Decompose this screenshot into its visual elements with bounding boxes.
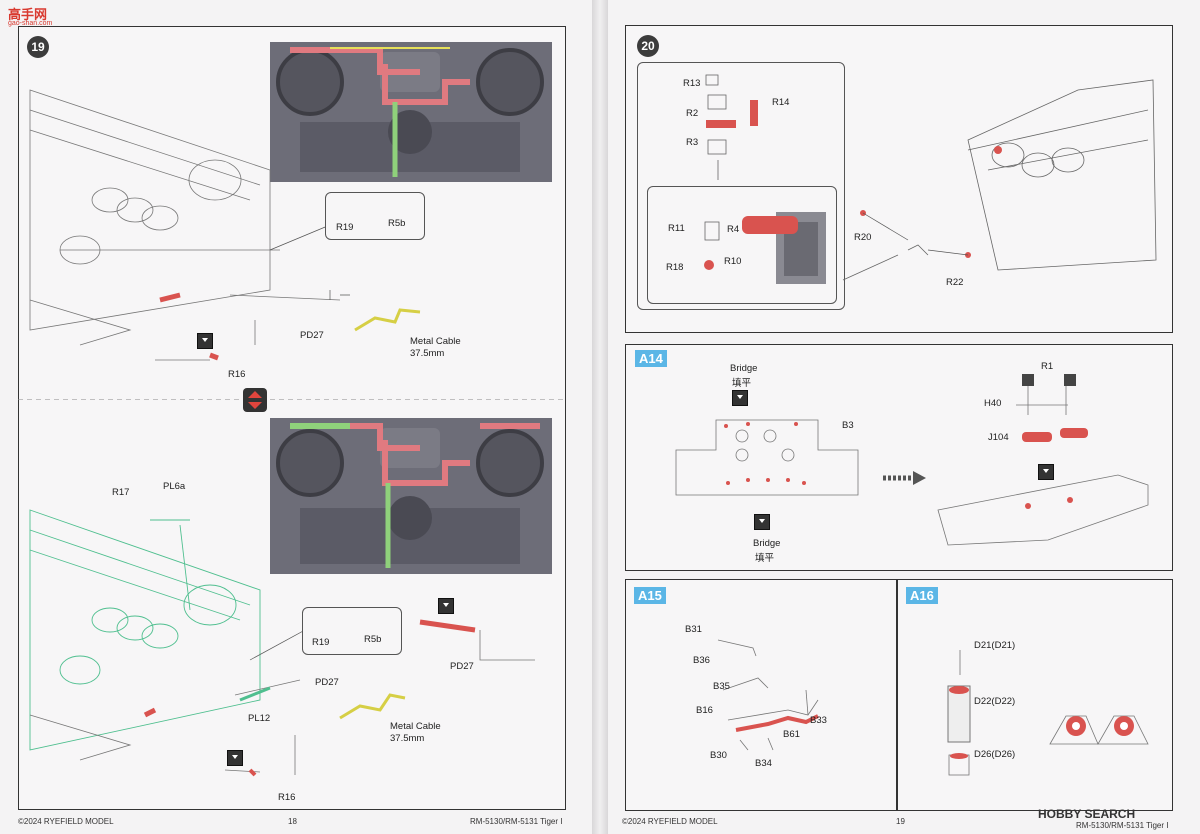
- label-pl12: PL12: [248, 713, 271, 724]
- label-r5b-top: R5b: [388, 218, 406, 229]
- step-number: 19: [27, 36, 49, 58]
- glue-icon-bottom: [227, 750, 243, 766]
- label-r18: R18: [666, 262, 684, 273]
- label-bridge-bottom: Bridge: [753, 538, 781, 549]
- label-bridge-top: Bridge: [730, 363, 758, 374]
- label-r2: R2: [686, 108, 699, 119]
- label-b34: B34: [755, 758, 772, 769]
- step-number-20: 20: [637, 35, 659, 57]
- bridge-icon-bottom: [754, 514, 770, 530]
- label-r10: R10: [724, 256, 742, 267]
- footer-model-left: RM-5130/RM-5131 Tiger I: [470, 817, 563, 826]
- label-r13: R13: [683, 78, 701, 89]
- page-gutter: [592, 0, 608, 834]
- section-a14-frame: [625, 344, 1173, 571]
- label-pd27-top: PD27: [300, 330, 324, 341]
- footer-copyright-left: ©2024 RYEFIELD MODEL: [18, 817, 114, 826]
- footer-model-right: RM-5130/RM-5131 Tiger I: [1076, 821, 1169, 830]
- label-r3: R3: [686, 137, 699, 148]
- label-b35: B35: [713, 681, 730, 692]
- step19-bottom-drawing: [29, 509, 535, 777]
- label-b3: B3: [842, 420, 854, 431]
- glue-icon-detail: [438, 598, 454, 614]
- label-pd27-bottom: PD27: [315, 677, 339, 688]
- section-a14-tag: A14: [635, 350, 667, 367]
- label-r17: R17: [112, 487, 130, 498]
- label-b31: B31: [685, 624, 702, 635]
- bridge-icon-top: [732, 390, 748, 406]
- glue-icon-a14: [1038, 464, 1054, 480]
- label-d21: D21(D21): [974, 640, 1016, 651]
- engine-photo-top: [270, 42, 552, 182]
- section-a15-tag: A15: [634, 587, 666, 604]
- label-pl6a: PL6a: [163, 481, 186, 492]
- step20-drawing: [704, 74, 1157, 284]
- callout-top: [325, 192, 425, 240]
- engine-photo-bottom-art: [270, 418, 552, 574]
- hobby-search-brand: HOBBY SEARCH: [1038, 807, 1136, 821]
- section-a16-frame: [897, 579, 1173, 811]
- label-j104: J104: [988, 432, 1009, 443]
- label-r1: R1: [1041, 361, 1054, 372]
- label-metal-cable-bottom: Metal Cable: [390, 721, 441, 732]
- label-r11: R11: [668, 223, 685, 234]
- right-page: 20 R13: [608, 0, 1200, 834]
- label-r5b-bottom: R5b: [364, 634, 382, 645]
- page-number-left: 18: [288, 817, 297, 826]
- section-a15-frame: [625, 579, 897, 811]
- section-a16-tag: A16: [906, 587, 938, 604]
- page-number-right: 19: [896, 817, 905, 826]
- label-bridge-top-cn: 填平: [732, 378, 752, 389]
- label-metal-cable-top: Metal Cable: [410, 336, 461, 347]
- label-b36: B36: [693, 655, 710, 666]
- callout-bottom: [302, 607, 402, 655]
- watermark-url: gao-shan.com: [8, 20, 53, 27]
- label-d22: D22(D22): [974, 696, 1016, 707]
- label-r14: R14: [772, 97, 790, 108]
- label-r16-bottom: R16: [278, 792, 296, 803]
- label-b33: B33: [810, 715, 827, 726]
- label-pd27-detail: PD27: [450, 661, 474, 672]
- footer-copyright-right: ©2024 RYEFIELD MODEL: [622, 817, 718, 826]
- a14-drawing: [675, 374, 1149, 546]
- engine-photo-bottom: [270, 418, 552, 574]
- label-r22: R22: [946, 277, 964, 288]
- label-r16-top: R16: [228, 369, 246, 380]
- label-cable-length-top: 37.5mm: [410, 348, 445, 359]
- a16-drawing: [947, 650, 1149, 776]
- label-b16: B16: [696, 705, 713, 716]
- label-d26: D26(D26): [974, 749, 1016, 760]
- engine-photo-top-art: [270, 42, 552, 182]
- label-h40: H40: [984, 398, 1002, 409]
- label-r20: R20: [854, 232, 872, 243]
- a15-drawing: [717, 639, 819, 751]
- label-r4: R4: [727, 224, 740, 235]
- label-r19-bottom: R19: [312, 637, 330, 648]
- label-bridge-bottom-cn: 填平: [755, 553, 775, 564]
- swap-arrows-icon: [243, 388, 267, 412]
- label-cable-length-bottom: 37.5mm: [390, 733, 425, 744]
- left-page: 高手网 gao-shan.com 19: [0, 0, 592, 834]
- glue-icon-top: [197, 333, 213, 349]
- step19-top-drawing: [18, 89, 566, 400]
- label-b30: B30: [710, 750, 727, 761]
- label-r19-top: R19: [336, 222, 354, 233]
- watermark-logo: 高手网: [8, 7, 48, 22]
- label-b61: B61: [783, 729, 800, 740]
